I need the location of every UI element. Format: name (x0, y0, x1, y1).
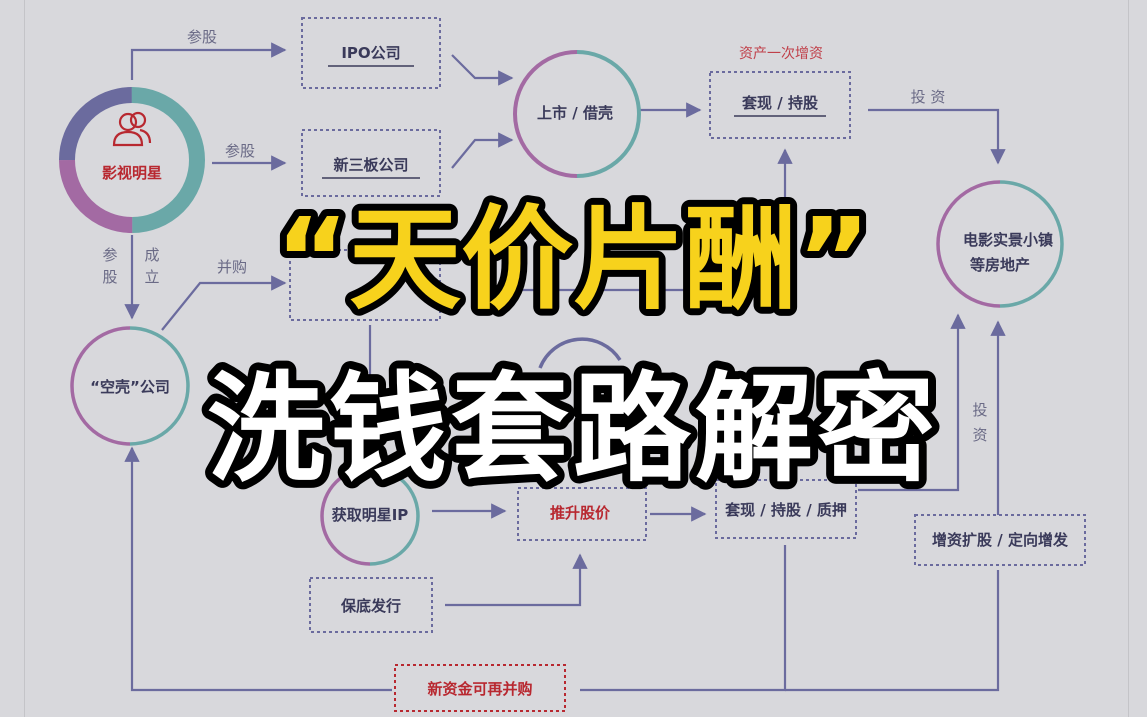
capital-increase-label: 增资扩股 / 定向增发 (932, 531, 1069, 549)
edge-label-invest1: 投 资 (911, 88, 946, 106)
realestate-label-1: 电影实景小镇 (963, 231, 1053, 249)
ipo-box: IPO公司 (301, 17, 441, 89)
person-icon (112, 111, 152, 147)
cashout1-label: 套现 / 持股 (741, 94, 819, 112)
realestate-node: 电影实景小镇 等房地产 (936, 180, 1064, 308)
cashout1-box: 资产一次增资 套现 / 持股 (709, 46, 851, 139)
star-label: 影视明星 (102, 164, 162, 182)
ipo-label: IPO公司 (341, 44, 400, 62)
guarantee-label: 保底发行 (340, 597, 401, 615)
guarantee-box: 保底发行 (309, 577, 433, 633)
frame-border (24, 0, 1129, 717)
capital-increase-box: 增资扩股 / 定向增发 (914, 514, 1086, 566)
edge-label-establish-a: 成 (144, 246, 159, 264)
new-funds-label: 新资金可再并购 (427, 680, 532, 698)
arrow-loop-shell (124, 446, 392, 692)
listing-node: 上市 / 借壳 (513, 50, 641, 178)
arrow-xinsanban-listing (451, 132, 514, 169)
edge-label-join3-b: 股 (102, 268, 117, 286)
edge-label-invest2-a: 投 (972, 401, 987, 419)
cashout2-label: 套现 / 持股 / 质押 (724, 501, 847, 519)
push-price-box: 推升股价 (517, 487, 647, 541)
shell-label: “空壳”公司 (90, 378, 170, 396)
xinsanban-label: 新三板公司 (333, 156, 408, 174)
cashout2-box: 套现 / 持股 / 质押 (715, 479, 857, 539)
acquire-ip-label: 获取明星IP (332, 506, 409, 524)
hidden-circle (538, 337, 622, 369)
shell-node: “空壳”公司 (70, 326, 190, 446)
arrow-guarantee-push (445, 553, 588, 607)
hidden-box (289, 249, 441, 321)
xinsanban-box: 新三板公司 (301, 129, 441, 197)
edge-label-merge: 并购 (217, 258, 247, 276)
arrow-loop-capital (785, 570, 1000, 692)
acquire-ip-node: 获取明星IP (320, 466, 420, 566)
headline-line-2-text: 洗钱套路解密 (207, 360, 939, 498)
cashout1-note: 资产一次增资 (739, 46, 823, 62)
edge-label-join2: 参股 (225, 142, 255, 160)
edge-label-join3-a: 参 (102, 246, 117, 264)
edge-label-join1: 参股 (187, 28, 217, 46)
edge-label-invest2-b: 资 (972, 426, 987, 444)
realestate-label-2: 等房地产 (970, 256, 1030, 274)
arrow-star-ipo (130, 42, 287, 80)
listing-label: 上市 / 借壳 (537, 104, 613, 122)
arrow-cashout2-realestate (858, 313, 966, 492)
arrow-ipo-listing (451, 54, 514, 86)
arrow-cashout-realestate (868, 108, 1006, 165)
push-price-label: 推升股价 (550, 504, 611, 522)
new-funds-box: 新资金可再并购 (394, 664, 566, 712)
edge-label-establish-b: 立 (144, 268, 159, 286)
arrow-loop-cashout2 (580, 545, 787, 692)
arrow-shell-merge (161, 275, 287, 331)
headline-line-2: 洗钱套路解密 (0, 352, 1147, 506)
headline-line-1: “天价片酬” (0, 186, 1147, 332)
star-node: 影视明星 (59, 87, 205, 233)
headline-line-1-text: “天价片酬” (275, 195, 870, 325)
